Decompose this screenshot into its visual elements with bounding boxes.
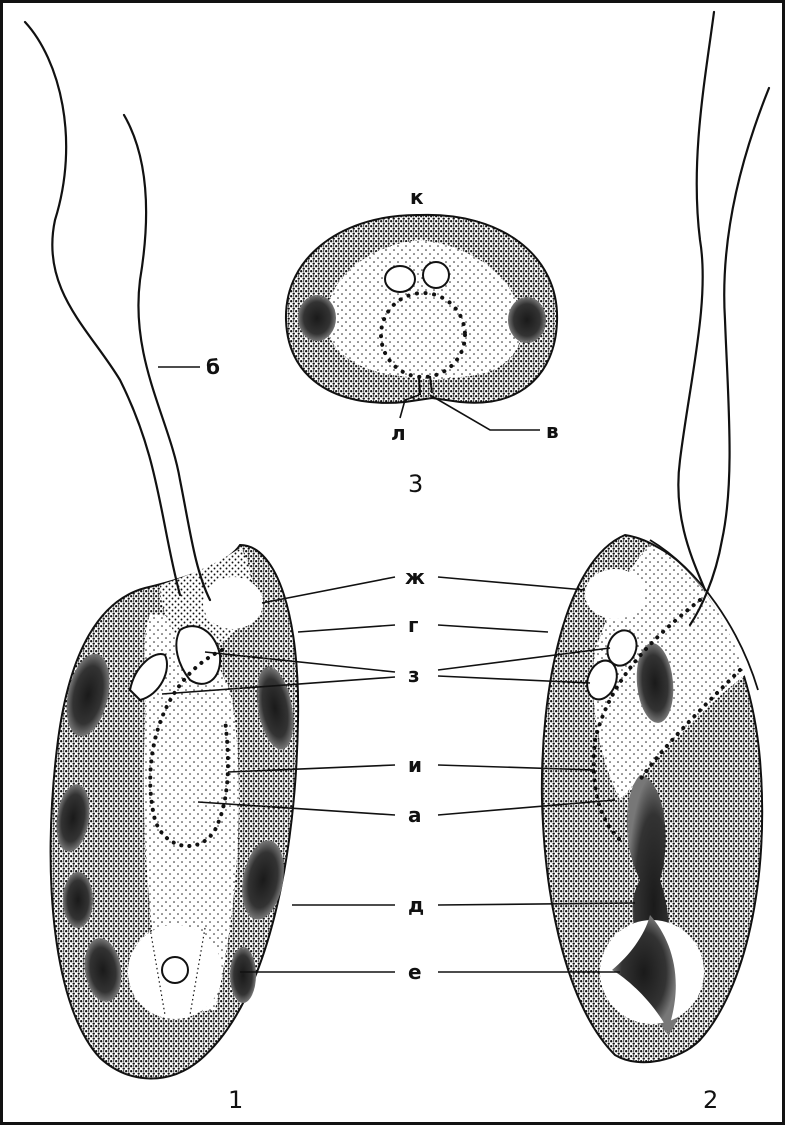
cell-1: [51, 545, 299, 1079]
label-b: б: [206, 355, 220, 379]
label-a: а: [408, 803, 422, 827]
cell-1-flagellum-right: [124, 115, 210, 600]
cross-section: [286, 215, 557, 403]
label-e: е: [408, 960, 422, 984]
cell-2-flagellum-left: [678, 12, 714, 590]
basal-granule-right: [423, 262, 449, 288]
label-i: и: [408, 753, 422, 777]
parabasal-body-left: [298, 295, 336, 341]
label-l: л: [391, 421, 406, 445]
panel-number-cell-2: 2: [703, 1086, 718, 1114]
label-d: д: [408, 893, 424, 917]
parabasal-body-right: [508, 297, 546, 343]
cell-1-posterior-granule: [162, 957, 188, 983]
label-k: к: [410, 185, 424, 209]
panel-number-cross-section: 3: [408, 470, 423, 498]
cell-1-flagellum-left: [25, 22, 180, 595]
basal-granule-left: [385, 266, 415, 292]
cell-2-flagellum-right: [690, 88, 769, 625]
label-zh: ж: [405, 565, 425, 589]
leader-g-1: [298, 625, 395, 632]
cell-1-inclusion: [63, 872, 93, 928]
panel-number-cell-1: 1: [228, 1086, 243, 1114]
cell-1-inclusion: [230, 947, 256, 1003]
label-v: в: [546, 419, 559, 443]
cell-2-vacuole: [585, 569, 645, 619]
label-g: г: [408, 613, 418, 637]
label-z: з: [408, 663, 420, 687]
leader-g-2: [438, 625, 548, 632]
cell-2: [542, 535, 762, 1062]
cell-1-vacuole: [203, 577, 263, 629]
leader-zh-2: [438, 577, 585, 590]
